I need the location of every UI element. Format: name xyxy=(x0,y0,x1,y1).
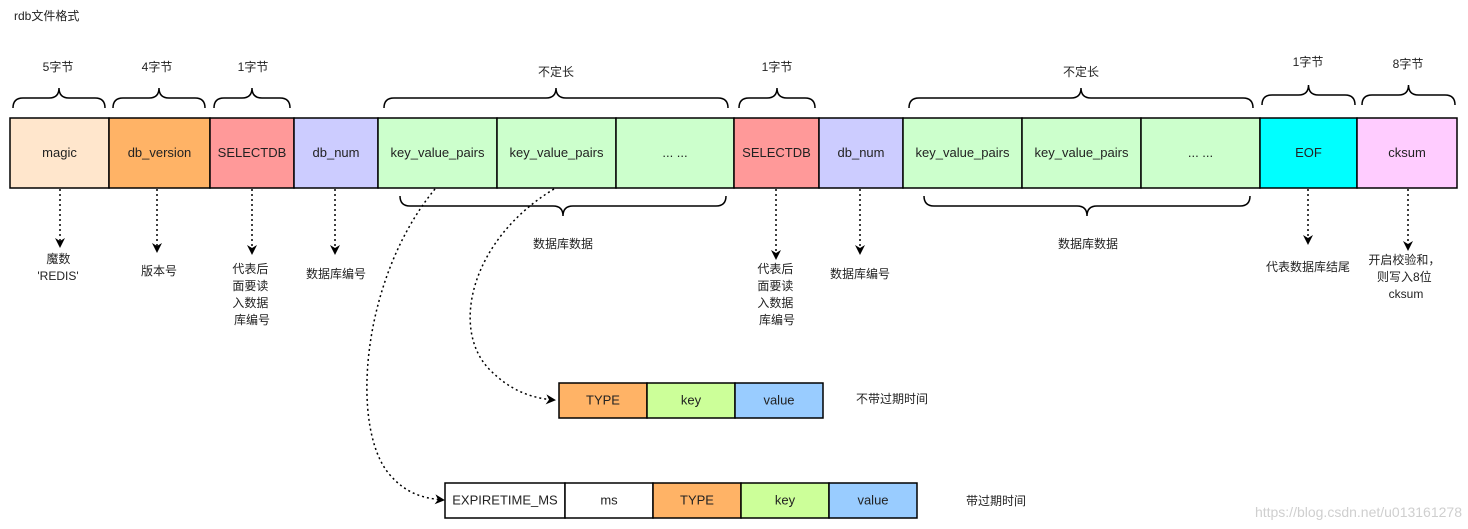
field-box-label: EOF xyxy=(1295,145,1322,160)
no-expire-label: 不带过期时间 xyxy=(856,392,928,406)
field-box-label: cksum xyxy=(1388,145,1426,160)
description-magic: 魔数 'REDIS' xyxy=(37,251,78,283)
expire-field-box-label: key xyxy=(775,493,796,508)
description-selectdb: 代表后 面要读 入数据 库编号 xyxy=(757,262,796,327)
database-data-label: 数据库数据 xyxy=(533,236,593,251)
size-brace xyxy=(12,87,106,109)
description-selectdb: 代表后 面要读 入数据 库编号 xyxy=(232,262,271,327)
field-box-label: magic xyxy=(42,145,77,160)
no-expire-field-box xyxy=(646,382,736,419)
field-box xyxy=(209,117,295,189)
size-brace xyxy=(1361,84,1456,106)
no-expire-field-box-label: value xyxy=(763,393,794,408)
expire-label: 带过期时间 xyxy=(966,494,1026,508)
field-box-label: ... ... xyxy=(1188,145,1213,160)
field-box-label: key_value_pairs xyxy=(916,145,1010,160)
field-box-label: db_num xyxy=(838,145,885,160)
field-box-label: db_version xyxy=(128,145,192,160)
size-label: 1字节 xyxy=(762,59,793,74)
database-data-label: 数据库数据 xyxy=(1058,236,1118,251)
size-braces xyxy=(12,84,1456,109)
size-brace xyxy=(738,87,816,109)
field-box xyxy=(818,117,904,189)
field-box-label: SELECTDB xyxy=(742,145,811,160)
description-cksum: 开启校验和， 则写入8位 cksum xyxy=(1368,252,1443,301)
description-db-version: 版本号 xyxy=(141,264,177,278)
expire-field-box-label: EXPIRETIME_MS xyxy=(452,493,558,508)
no-expire-field-box-label: TYPE xyxy=(586,393,620,408)
field-box-label: ... ... xyxy=(662,145,687,160)
size-brace xyxy=(908,87,1254,109)
field-box xyxy=(1140,117,1261,189)
field-box xyxy=(108,117,211,189)
no-expire-field-box xyxy=(734,382,824,419)
size-label: 5字节 xyxy=(43,59,74,74)
size-label: 1字节 xyxy=(1293,54,1324,69)
top-row-boxes: magic db_version SELECTDB db_num key_value_p… xyxy=(9,117,1458,189)
field-box xyxy=(377,117,498,189)
size-label: 1字节 xyxy=(238,59,269,74)
expire-field-box-label: value xyxy=(857,493,888,508)
expire-field-box xyxy=(564,482,654,519)
no-expire-field-box xyxy=(558,382,648,419)
description-arrows xyxy=(55,189,1413,260)
expire-field-box xyxy=(740,482,830,519)
detail-arrows xyxy=(366,188,556,505)
size-label: 8字节 xyxy=(1393,56,1424,71)
description-eof: 代表数据库结尾 xyxy=(1266,259,1350,274)
field-box-label: SELECTDB xyxy=(218,145,287,160)
field-box-label: key_value_pairs xyxy=(391,145,485,160)
description-db-num: 数据库编号 xyxy=(306,266,366,281)
size-label: 不定长 xyxy=(538,64,574,79)
field-box xyxy=(1259,117,1358,189)
field-box xyxy=(9,117,110,189)
size-brace xyxy=(1261,84,1356,106)
database-data-brace xyxy=(923,195,1251,217)
size-brace xyxy=(213,87,291,109)
size-brace xyxy=(383,87,729,109)
size-label: 4字节 xyxy=(142,59,173,74)
expire-row: EXPIRETIME_MS ms TYPE key value xyxy=(444,482,918,519)
expire-field-box-label: ms xyxy=(600,493,618,508)
expire-field-box xyxy=(828,482,918,519)
field-box-label: key_value_pairs xyxy=(510,145,604,160)
description-db-num: 数据库编号 xyxy=(830,266,890,281)
watermark: https://blog.csdn.net/u013161278 xyxy=(1255,504,1462,520)
field-box xyxy=(496,117,617,189)
database-data-braces xyxy=(399,195,1251,217)
field-box-label: db_num xyxy=(313,145,360,160)
field-box xyxy=(615,117,735,189)
size-label: 不定长 xyxy=(1063,64,1099,79)
expire-field-box-label: TYPE xyxy=(680,493,714,508)
no-expire-field-box-label: key xyxy=(681,393,702,408)
expire-field-box xyxy=(652,482,742,519)
field-box xyxy=(1356,117,1458,189)
no-expire-row: TYPE key value xyxy=(558,382,824,419)
field-box xyxy=(733,117,820,189)
diagram-title: rdb文件格式 xyxy=(14,8,79,23)
database-data-brace xyxy=(399,195,727,217)
field-box xyxy=(902,117,1023,189)
size-brace xyxy=(112,87,206,109)
expire-field-box xyxy=(444,482,566,519)
field-box-label: key_value_pairs xyxy=(1035,145,1129,160)
